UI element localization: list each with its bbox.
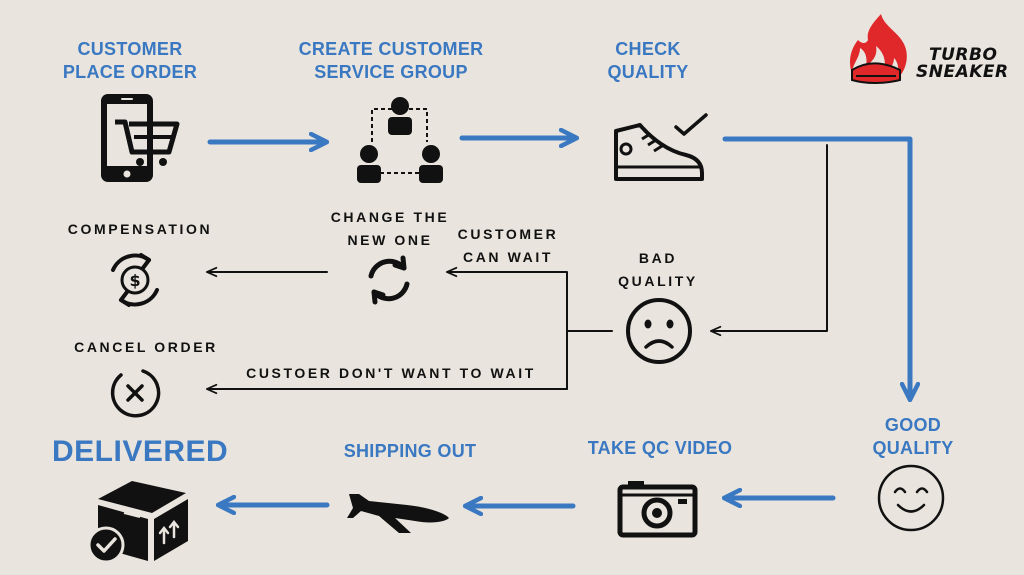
step-qc-video-label: TAKE QC VIDEO xyxy=(587,438,733,458)
flame-sneaker-icon xyxy=(850,14,907,84)
delivered-box-icon xyxy=(87,481,188,564)
flow-arrows-blue xyxy=(207,136,910,506)
logo-line2: SNEAKER xyxy=(916,62,1009,82)
refresh-icon xyxy=(368,255,410,305)
step-change-new-label: CHANGE THE NEW ONE xyxy=(330,209,450,248)
svg-text:$: $ xyxy=(129,271,140,290)
arrow-can-wait xyxy=(445,266,568,390)
arrow-check-to-bad xyxy=(709,144,828,337)
camera-icon xyxy=(617,481,698,538)
branch-can-wait-label: CUSTOMER CAN WAIT xyxy=(457,226,559,265)
step-cancel-order-label: CANCEL ORDER xyxy=(74,339,218,355)
step-good-quality-label: GOOD QUALITY xyxy=(872,415,954,458)
phone-cart-icon xyxy=(101,94,180,182)
money-cycle-icon: $ xyxy=(111,253,159,307)
step-compensation-label: COMPENSATION xyxy=(67,221,213,237)
cancel-circle-icon xyxy=(110,369,161,418)
group-network-icon xyxy=(357,97,443,183)
sad-face-icon xyxy=(626,298,692,364)
step-bad-quality-label: BAD QUALITY xyxy=(618,250,698,289)
flow-arrows-black xyxy=(205,144,828,395)
happy-face-icon xyxy=(877,464,945,532)
step-service-group-label: CREATE CUSTOMER SERVICE GROUP xyxy=(298,39,484,82)
sneaker-check-icon xyxy=(614,113,708,181)
airplane-icon xyxy=(347,494,449,533)
step-shipping-out-label: SHIPPING OUT xyxy=(343,441,477,461)
step-place-order-label: CUSTOMER PLACE ORDER xyxy=(62,39,198,82)
step-check-quality-label: CHECK QUALITY xyxy=(607,39,689,82)
logo-line1: TURBO xyxy=(929,45,998,65)
branch-dont-wait-label: CUSTOER DON'T WANT TO WAIT xyxy=(246,365,536,381)
step-delivered-label: DELIVERED xyxy=(52,435,229,468)
arrow-check-to-good xyxy=(722,136,910,398)
